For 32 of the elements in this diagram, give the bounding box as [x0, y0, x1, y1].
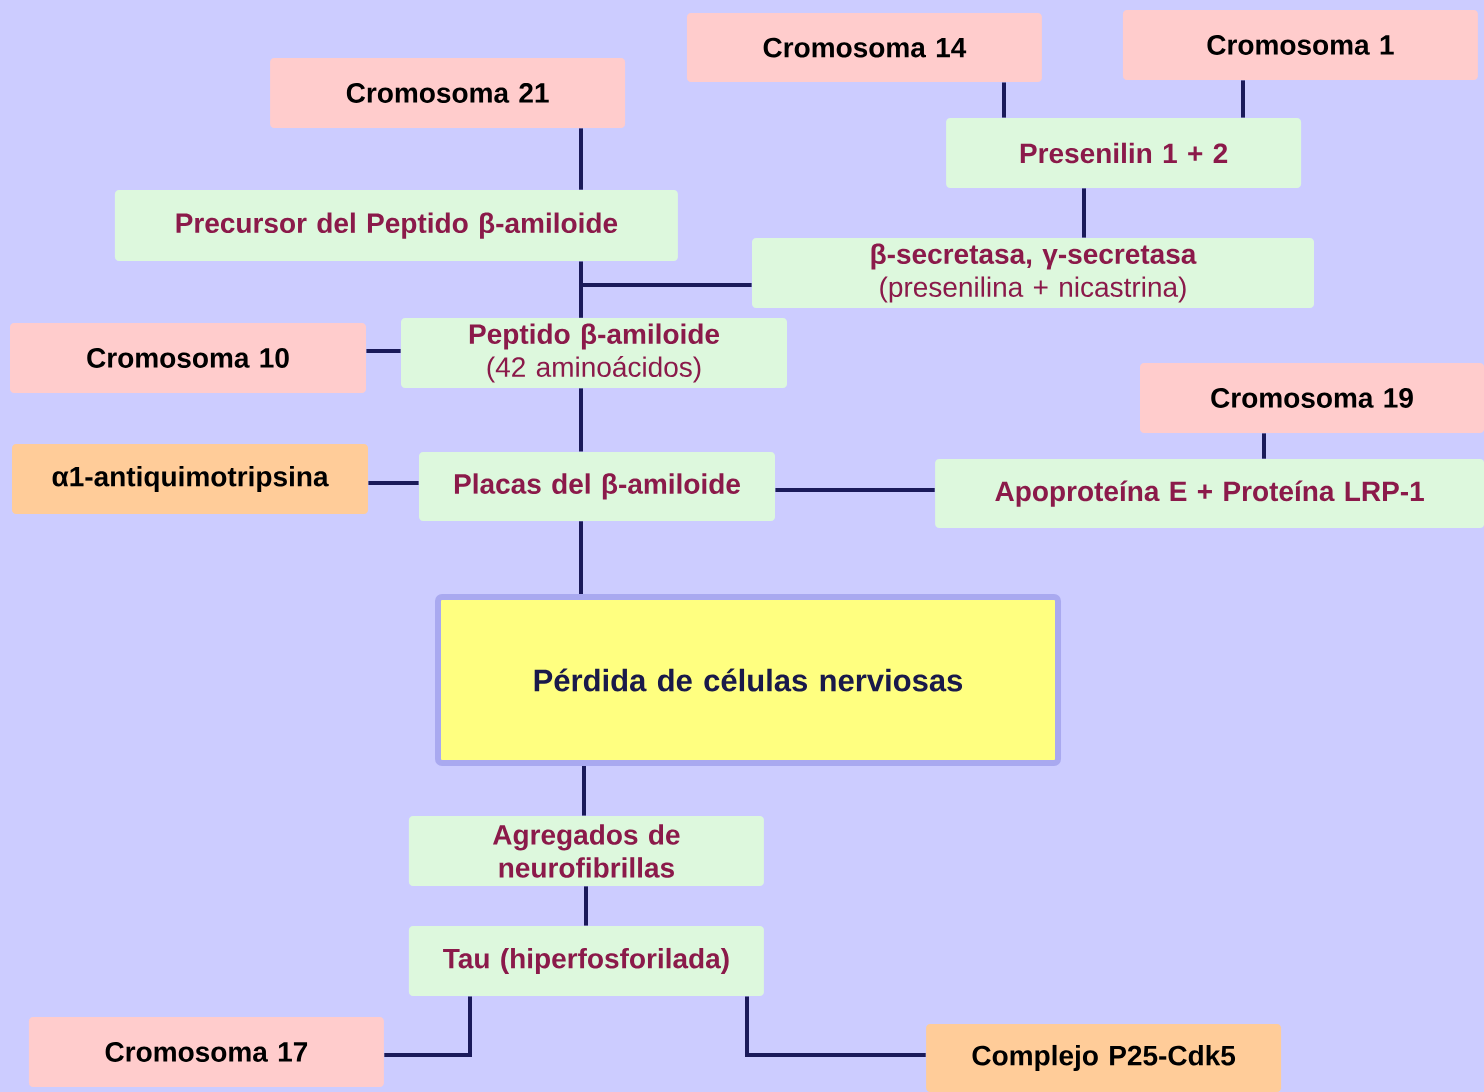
- protein-box: Apoproteína E + Proteína LRP-1: [935, 459, 1484, 529]
- chromosome-box: Cromosoma 17: [28, 1017, 384, 1087]
- protein-box: Precursor del Peptido β-amiloide: [114, 190, 678, 262]
- connector-line: [775, 488, 935, 492]
- connector-line: [579, 283, 752, 318]
- factor-box: Complejo P25-Cdk5: [926, 1024, 1282, 1092]
- outcome-box: Pérdida de células nerviosas: [435, 594, 1061, 766]
- connector-line: [366, 349, 401, 353]
- connector-line: [1262, 433, 1266, 459]
- peptide-box: Peptido β-amiloide (42 aminoácidos): [401, 318, 787, 388]
- connector-line: [745, 996, 926, 1057]
- connector-line: [579, 128, 583, 190]
- protein-box: Presenilin 1 + 2: [946, 118, 1302, 188]
- chromosome-box: Cromosoma 14: [686, 13, 1042, 83]
- connector-line: [579, 388, 583, 452]
- protein-box: Tau (hiperfosforilada): [408, 926, 764, 996]
- factor-box: α1-antiquimotripsina: [12, 444, 368, 514]
- connector-line: [1082, 188, 1086, 238]
- plaque-box: Placas del β-amiloide: [419, 451, 775, 521]
- chromosome-box: Cromosoma 1: [1122, 10, 1478, 80]
- connector-line: [579, 521, 583, 594]
- connector-line: [584, 886, 588, 926]
- enzyme-box: β-secretasa, γ-secretasa (presenilina + nicastrina): [752, 238, 1314, 308]
- process-box: Agregados de neurofibrillas: [408, 816, 764, 886]
- chromosome-box: Cromosoma 10: [10, 323, 366, 393]
- connector-line: [582, 766, 586, 816]
- chromosome-box: Cromosoma 19: [1140, 363, 1484, 433]
- connector-line: [1002, 82, 1006, 118]
- connector-line: [384, 996, 472, 1057]
- connector-line: [1241, 80, 1245, 118]
- connector-line: [368, 481, 419, 485]
- chromosome-box: Cromosoma 21: [270, 58, 626, 128]
